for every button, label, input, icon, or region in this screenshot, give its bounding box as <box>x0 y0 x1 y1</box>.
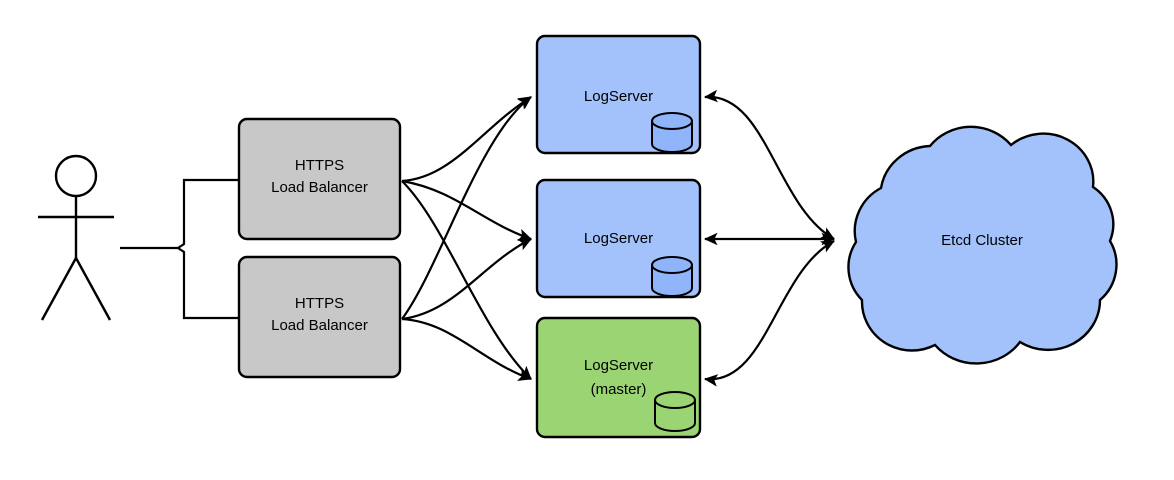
loadbalancer-node-1[interactable]: HTTPS Load Balancer <box>237 117 402 241</box>
edge-lb2-to-logserver-2 <box>401 238 532 321</box>
loadbalancer-node-2[interactable]: HTTPS Load Balancer <box>237 255 402 379</box>
loadbalancer-box-1[interactable] <box>237 117 402 241</box>
loadbalancer-box-2[interactable] <box>237 255 402 379</box>
edge-lb1-to-logserver-1 <box>401 96 532 183</box>
user-actor <box>38 154 114 321</box>
cylinder-top-master <box>654 391 696 409</box>
etcd-cluster-node[interactable]: Etcd Cluster <box>847 125 1118 365</box>
actor-to-loadbalancer-connector <box>120 178 239 320</box>
edge-lb2-to-logserver-1 <box>401 96 532 320</box>
actor-leg-left-line <box>40 257 78 321</box>
edge-lb1-to-logserver-master <box>401 180 532 380</box>
connector-branch-lower <box>177 247 239 320</box>
edges-logservers-to-etcd <box>703 89 836 387</box>
logserver-node-master[interactable]: LogServer (master) <box>535 316 702 439</box>
edge-logserver-master-to-etcd <box>703 240 835 387</box>
database-cylinder-icon-2 <box>651 256 693 297</box>
cylinder-top-2 <box>651 256 693 274</box>
database-cylinder-icon-1 <box>651 112 693 153</box>
cloud-shape[interactable] <box>847 125 1118 365</box>
cylinder-top-1 <box>651 112 693 130</box>
actor-head-icon <box>54 154 98 198</box>
edges-loadbalancer-2-to-logservers <box>401 96 533 381</box>
edge-logserver-1-to-etcd <box>703 89 835 240</box>
logserver-node-1[interactable]: LogServer <box>535 34 702 155</box>
edge-lb2-to-logserver-master <box>401 317 533 381</box>
logserver-node-2[interactable]: LogServer <box>535 178 702 299</box>
database-cylinder-icon-master <box>654 391 696 432</box>
connector-branch-upper <box>177 178 239 249</box>
edge-lb1-to-logserver-2 <box>401 179 533 241</box>
actor-leg-right-line <box>74 257 112 321</box>
edges-loadbalancer-1-to-logservers <box>401 96 533 380</box>
